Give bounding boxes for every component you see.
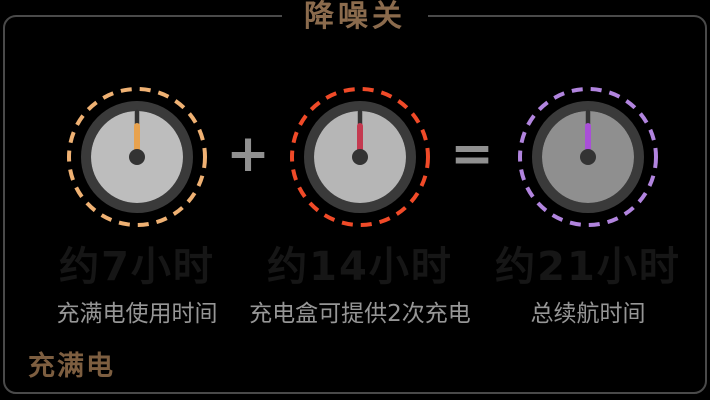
plus-sign: + bbox=[226, 124, 270, 184]
label-charging-case: 充电盒可提供2次充电 bbox=[249, 301, 471, 327]
label-total: 总续航时间 bbox=[530, 301, 646, 327]
column-total: 约21小时 总续航时间 bbox=[458, 82, 710, 328]
dashed-ring bbox=[518, 87, 658, 227]
value-charging-case: 约14小时 bbox=[267, 244, 453, 290]
dial-ring bbox=[304, 101, 416, 213]
gauge-dial-single-charge bbox=[67, 87, 207, 227]
dashed-ring bbox=[290, 87, 430, 227]
footer-note: 充满电 bbox=[28, 351, 115, 382]
panel-title: 降噪关 bbox=[282, 1, 428, 33]
value-total: 约21小时 bbox=[495, 244, 681, 290]
dial-ring bbox=[532, 101, 644, 213]
dial-center-dot bbox=[580, 149, 596, 165]
label-single-charge: 充满电使用时间 bbox=[56, 301, 218, 327]
column-charging-case: 约14小时 充电盒可提供2次充电 bbox=[230, 82, 490, 328]
dashed-ring bbox=[67, 87, 207, 227]
dial-center-dot bbox=[129, 149, 145, 165]
dial-ring bbox=[81, 101, 193, 213]
equals-sign: = bbox=[450, 124, 494, 184]
dial-center-dot bbox=[352, 149, 368, 165]
value-single-charge: 约7小时 bbox=[59, 244, 215, 290]
column-single-charge: 约7小时 充满电使用时间 bbox=[7, 82, 267, 328]
gauge-dial-charging-case bbox=[290, 87, 430, 227]
gauge-dial-total bbox=[518, 87, 658, 227]
